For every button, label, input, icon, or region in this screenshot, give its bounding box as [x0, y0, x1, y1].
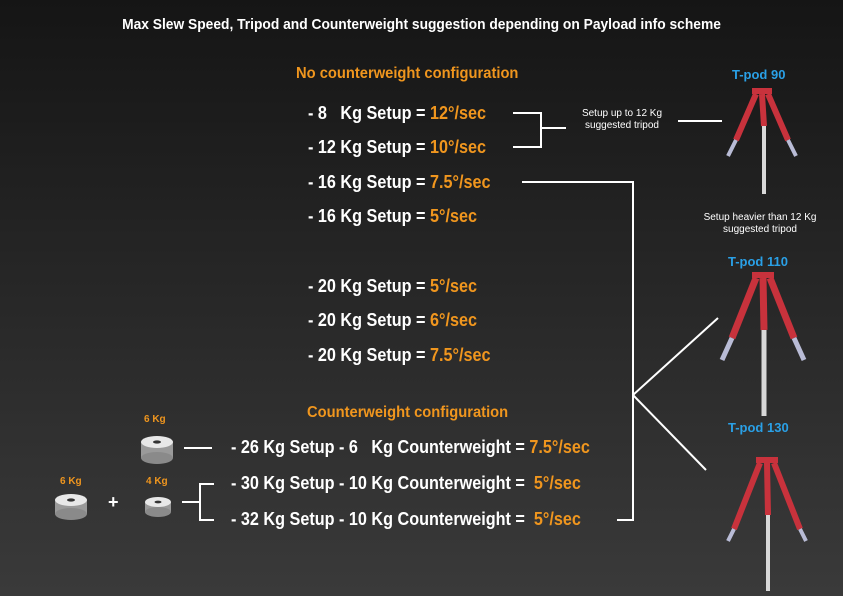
cw-row: - 30 Kg Setup - 10 Kg Counterweight = 5°…	[231, 473, 581, 494]
cw-row: - 26 Kg Setup - 6 Kg Counterweight = 7.5…	[231, 437, 590, 458]
speed-value: 12°/sec	[429, 103, 487, 123]
speed-value: 7.5°/sec	[529, 437, 590, 457]
tpod130-link	[632, 394, 707, 471]
setup-row: - 20 Kg Setup = 7.5°/sec	[308, 345, 491, 366]
setup-label: - 16 Kg Setup =	[308, 172, 430, 192]
setup-label: - 16 Kg Setup =	[308, 206, 430, 226]
plus-sign: +	[108, 492, 119, 512]
setup-row: - 20 Kg Setup = 6°/sec	[308, 310, 477, 331]
setup-row: - 12 Kg Setup = 10°/sec	[308, 137, 486, 158]
setup-label: - 12 Kg Setup =	[308, 137, 430, 157]
speed-value: 7.5°/sec	[429, 172, 491, 192]
speed-value: 6°/sec	[429, 310, 478, 330]
no-counterweight-heading: No counterweight configuration	[296, 65, 519, 82]
setup-label: - 8 Kg Setup =	[308, 103, 430, 123]
tpod-110-tripod-icon	[719, 272, 807, 416]
light-bracket	[513, 112, 542, 148]
tpod110-link	[632, 317, 719, 396]
speed-value: 5°/sec	[429, 276, 478, 296]
setup-row: - 16 Kg Setup = 7.5°/sec	[308, 172, 491, 193]
tpod-130-label: T-pod 130	[728, 420, 789, 435]
weight-6kg-label: 6 Kg	[144, 414, 166, 425]
setup-row: - 8 Kg Setup = 12°/sec	[308, 103, 486, 124]
counterweight-heading: Counterweight configuration	[307, 404, 509, 421]
speed-value: 7.5°/sec	[429, 345, 491, 365]
setup-label: - 26 Kg Setup - 6 Kg Counterweight =	[231, 437, 530, 457]
weight-6kg-label: 6 Kg	[60, 476, 82, 487]
page-title: Max Slew Speed, Tripod and Counterweight…	[122, 16, 721, 33]
setup-label: - 32 Kg Setup - 10 Kg Counterweight =	[231, 509, 534, 529]
counterweight-6kg-icon	[141, 436, 173, 464]
tpod-110-label: T-pod 110	[728, 254, 788, 269]
speed-value: 5°/sec	[429, 206, 478, 226]
tpod-130-tripod-icon	[726, 457, 808, 591]
light-tripod-note: Setup up to 12 Kg suggested tripod	[581, 108, 663, 131]
speed-value: 5°/sec	[533, 473, 581, 493]
weight-4kg-label: 4 Kg	[146, 476, 168, 487]
cw-row: - 32 Kg Setup - 10 Kg Counterweight = 5°…	[231, 509, 581, 530]
counterweight-4kg-icon	[145, 497, 171, 517]
setup-label: - 20 Kg Setup =	[308, 345, 430, 365]
heavy-bracket	[522, 181, 634, 521]
heavy-tripod-note: Setup heavier than 12 Kg suggested tripo…	[703, 212, 817, 235]
setup-row: - 20 Kg Setup = 5°/sec	[308, 276, 477, 297]
setup-label: - 20 Kg Setup =	[308, 276, 430, 296]
speed-value: 5°/sec	[533, 509, 581, 529]
tpod-90-label: T-pod 90	[732, 67, 786, 82]
counterweight-6kg-icon	[55, 494, 87, 520]
setup-label: - 30 Kg Setup - 10 Kg Counterweight =	[231, 473, 534, 493]
speed-value: 10°/sec	[429, 137, 487, 157]
tpod-90-tripod-icon	[726, 88, 798, 194]
setup-label: - 20 Kg Setup =	[308, 310, 430, 330]
setup-row: - 16 Kg Setup = 5°/sec	[308, 206, 477, 227]
